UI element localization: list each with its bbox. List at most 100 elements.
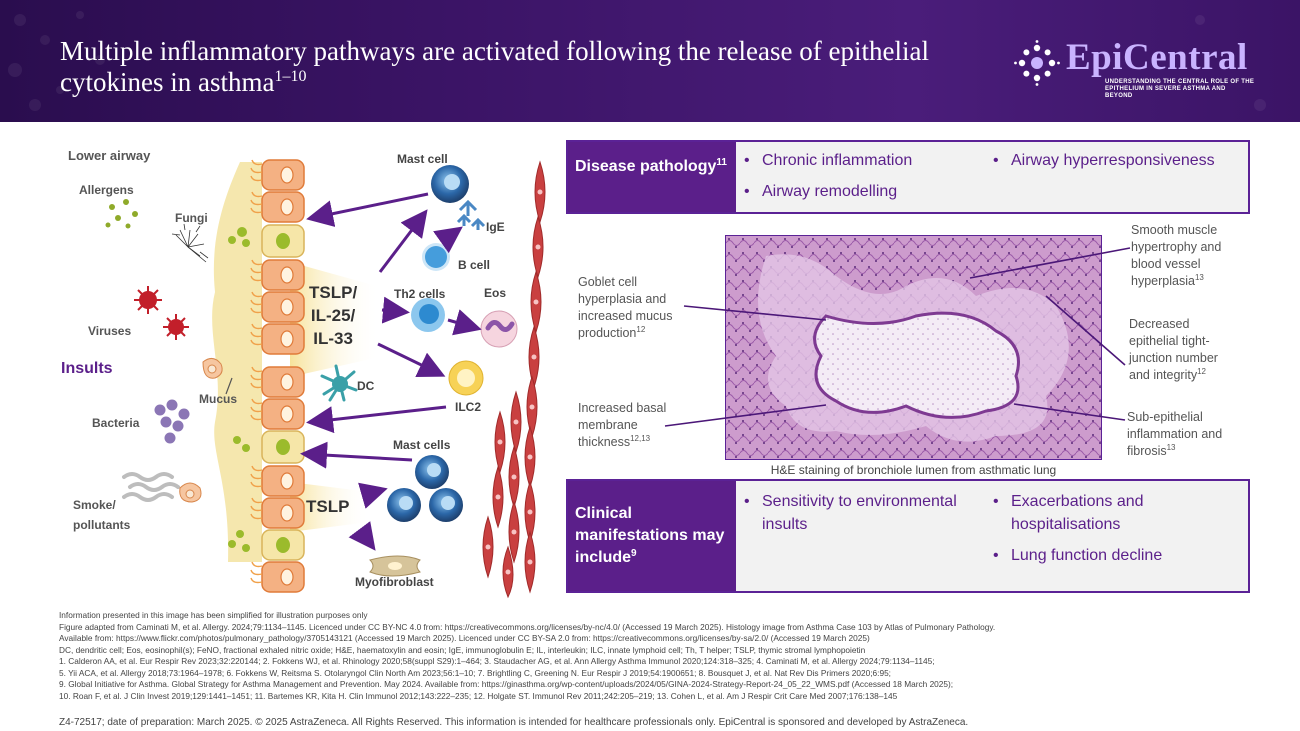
- subepi-ref: 13: [1166, 443, 1176, 452]
- brand-logo: EpiCentral UNDERSTANDING THE CENTRAL ROL…: [1012, 37, 1255, 100]
- clinical-heading-text-wrap: Clinical manifestations may include9: [575, 503, 725, 569]
- junction-line: junction number: [1129, 351, 1218, 365]
- goblet-line: hyperplasia and: [578, 292, 667, 306]
- virus-icon-2: [163, 314, 189, 340]
- basal-membrane-label: Increased basal membrane thickness12,13: [578, 400, 666, 451]
- disease-heading-ref: 11: [716, 157, 727, 168]
- page-title: Multiple inflammatory pathways are activ…: [60, 36, 1020, 98]
- disease-bullet: Airway remodelling: [744, 180, 897, 203]
- clinical-heading: Clinical manifestations may include9: [568, 481, 736, 591]
- disease-heading-text: Disease pathology: [575, 158, 717, 175]
- cytokine-il33: IL-33: [313, 329, 353, 348]
- footnote-line: Information presented in this image has …: [59, 610, 368, 620]
- subepi-line: inflammation and: [1127, 427, 1223, 441]
- cytokine-label: TSLP/ IL-25/ IL-33: [309, 281, 357, 350]
- footnote-line: 5. Yii ACA, et al. Allergy 2018;73:1964–…: [59, 667, 891, 678]
- airway-diagram: Lower airway Allergens Fungi Viruses Ins…: [0, 122, 560, 602]
- smooth-line: Smooth muscle: [1131, 223, 1218, 237]
- epicentral-logo-icon: [1014, 40, 1060, 86]
- lower-airway-label: Lower airway: [68, 148, 151, 163]
- footnotes: Information presented in this image has …: [59, 610, 1239, 702]
- cytokine-glow-upper: [290, 262, 380, 377]
- footnote-line: Figure adapted from Caminati M, et al. A…: [59, 621, 996, 632]
- footnote-line: Available from: https://www.flickr.com/p…: [59, 633, 870, 643]
- b-cell-label: B cell: [458, 258, 491, 272]
- header-banner: Multiple inflammatory pathways are activ…: [0, 0, 1300, 122]
- basal-line: membrane: [578, 418, 638, 432]
- clinical-heading-ref: 9: [631, 548, 637, 559]
- goblet-line: increased mucus: [578, 309, 673, 323]
- clinical-bullet: Sensitivity to environmental insults: [744, 490, 992, 536]
- cytokine-tslp: TSLP/: [309, 283, 358, 302]
- brand-tagline-line-1: UNDERSTANDING THE CENTRAL ROLE OF THE: [1105, 79, 1255, 85]
- junction-line: and integrity12: [1129, 367, 1218, 384]
- junction-ref: 12: [1197, 367, 1207, 376]
- brand-tagline: UNDERSTANDING THE CENTRAL ROLE OF THE EP…: [1105, 79, 1255, 100]
- smoke-pollutants-label: Smoke/ pollutants: [73, 495, 130, 535]
- mucus-droplets: [228, 227, 250, 552]
- header-dot-pattern: [8, 11, 1266, 111]
- bacteria-icon: [154, 399, 190, 444]
- eos-label: Eos: [484, 286, 507, 300]
- goblet-ref: 12: [636, 325, 646, 334]
- mucus-pointer: [225, 377, 233, 395]
- basal-line: Increased basal: [578, 401, 667, 415]
- smoke-label-line-2: pollutants: [73, 518, 131, 532]
- histology-caption: H&E staining of bronchiole lumen from as…: [770, 463, 1057, 477]
- mast-cells-label: Mast cells: [393, 438, 451, 452]
- smooth-muscle-column: [482, 160, 546, 599]
- subepi-line: fibrosis13: [1127, 443, 1222, 460]
- ilc2-label: ILC2: [455, 400, 482, 414]
- sub-epithelial-label: Sub-epithelial inflammation and fibrosis…: [1127, 409, 1222, 460]
- allergen-particles: [105, 199, 138, 229]
- clinical-manifestations-panel: Clinical manifestations may include9 Sen…: [566, 479, 1250, 593]
- legal-statement: Z4-72517; date of preparation: March 202…: [59, 717, 969, 728]
- smoke-icon: [122, 472, 180, 502]
- footnote-line: DC, dendritic cell; Eos, eosinophil(s); …: [59, 644, 866, 655]
- brand-name: EpiCentral: [1066, 37, 1248, 78]
- cytokine-glow-lower: [290, 482, 370, 532]
- mast-cells-lower: [387, 455, 463, 522]
- th2-cells-label: Th2 cells: [394, 287, 446, 301]
- footnote-line: 9. Global Initiative for Asthma. Global …: [59, 679, 954, 689]
- junction-line: Decreased: [1129, 317, 1190, 331]
- smooth-line-text: hyperplasia: [1131, 274, 1195, 288]
- b-cell-icon: [422, 243, 450, 271]
- bacteria-label: Bacteria: [92, 416, 140, 430]
- dc-label: DC: [357, 379, 375, 393]
- eosinophil-icon: [480, 310, 518, 348]
- smooth-line: hypertrophy and: [1131, 240, 1222, 254]
- mucus-layer: [212, 162, 262, 562]
- histology-texture: [726, 236, 1101, 459]
- clinical-bullet: Lung function decline: [993, 544, 1162, 567]
- ige-label: IgE: [486, 220, 505, 234]
- footnote-line: 1. Calderon AA, et al. Eur Respir Rev 20…: [59, 656, 935, 666]
- disease-bullet: Airway hyperresponsiveness: [993, 149, 1215, 172]
- pollutant-cell-icon: [179, 482, 202, 503]
- myofibroblast-label: Myofibroblast: [355, 575, 434, 589]
- smooth-line: hyperplasia13: [1131, 273, 1221, 290]
- goblet-line: Goblet cell: [578, 275, 638, 289]
- th2-cell-icon: [411, 298, 445, 332]
- dendritic-cell-body: [332, 376, 348, 392]
- subepi-line: Sub-epithelial: [1127, 410, 1203, 424]
- histology-image: [725, 235, 1102, 460]
- ige-icon: [456, 199, 486, 230]
- footnote-line: 10. Roan F, et al. J Clin Invest 2019;12…: [59, 690, 898, 701]
- title-refs: 1–10: [274, 68, 307, 85]
- insult-cell-icon: [202, 358, 223, 379]
- fungi-label: Fungi: [175, 211, 208, 225]
- clinical-bullet: Exacerbations and hospitalisations: [993, 490, 1211, 536]
- junction-line-text: and integrity: [1129, 368, 1198, 382]
- ilc2-icon: [448, 360, 484, 396]
- disease-pathology-panel: Disease pathology11 Chronic inflammation…: [566, 140, 1250, 214]
- pathway-arrows: [300, 192, 482, 551]
- cytokine-il25: IL-25/: [310, 306, 356, 325]
- mucus-label: Mucus: [199, 392, 238, 406]
- allergens-label: Allergens: [79, 183, 134, 197]
- viruses-label: Viruses: [88, 324, 132, 338]
- virus-icon-1: [134, 286, 162, 314]
- smoke-label-line-1: Smoke/: [73, 498, 116, 512]
- insults-label: Insults: [61, 360, 113, 377]
- smooth-ref: 13: [1194, 273, 1204, 282]
